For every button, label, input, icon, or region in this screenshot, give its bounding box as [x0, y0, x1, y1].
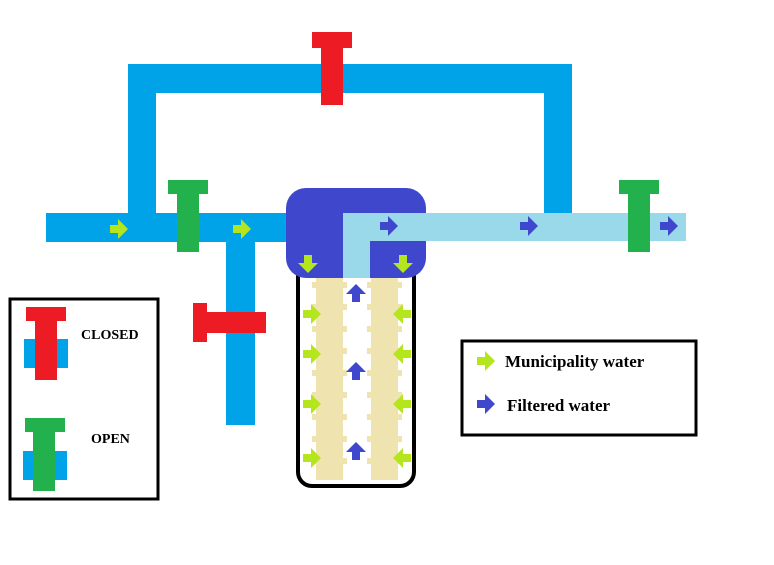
drain-valve-closed[interactable] [193, 303, 266, 342]
municipality-flow-arrows [110, 219, 413, 468]
closed-label: CLOSED [81, 328, 139, 343]
filter-head-center-channel [343, 213, 370, 278]
municipality-water-label: Municipality water [505, 352, 645, 371]
green-arrow-icon [233, 219, 251, 239]
cartridge-ridges [312, 282, 402, 464]
green-arrow-icon [393, 448, 411, 468]
blue-arrow-icon [380, 216, 398, 236]
valve-legend-box [8, 297, 160, 501]
green-arrow-icon [393, 255, 413, 273]
green-arrow-icon [477, 351, 495, 371]
filtered-water-label: Filtered water [507, 396, 611, 415]
green-arrow-icon [303, 448, 321, 468]
filtered-flow-arrows [346, 216, 678, 460]
green-arrow-icon [110, 219, 128, 239]
green-arrow-icon [303, 304, 321, 324]
green-arrow-icon [393, 394, 411, 414]
open-valve-legend-icon [23, 418, 67, 491]
blue-arrow-icon [346, 284, 366, 302]
green-arrow-icon [298, 255, 318, 273]
valve-legend: CLOSED OPEN [8, 297, 160, 501]
blue-arrow-icon [477, 394, 495, 414]
filter-cartridge-right [371, 278, 398, 480]
bypass-top-pipe [128, 64, 572, 93]
flow-legend-box [460, 339, 698, 437]
blue-arrow-icon [346, 442, 366, 460]
green-arrow-icon [303, 394, 321, 414]
outlet-valve-open[interactable] [619, 180, 659, 252]
inlet-pipe [46, 213, 294, 242]
filter-housing [286, 188, 426, 488]
top-bypass-valve-closed[interactable] [312, 32, 352, 105]
open-label: OPEN [91, 432, 130, 447]
inlet-valve-open[interactable] [168, 180, 208, 252]
blue-arrow-icon [346, 362, 366, 380]
filter-cartridge-left [316, 278, 343, 480]
blue-arrow-icon [660, 216, 678, 236]
green-arrow-icon [393, 344, 411, 364]
closed-valve-legend-icon [24, 307, 68, 380]
flow-legend: Municipality water Filtered water [460, 339, 698, 437]
blue-arrow-icon [520, 216, 538, 236]
bypass-right-pipe [544, 64, 572, 216]
green-arrow-icon [393, 304, 411, 324]
green-arrow-icon [303, 344, 321, 364]
